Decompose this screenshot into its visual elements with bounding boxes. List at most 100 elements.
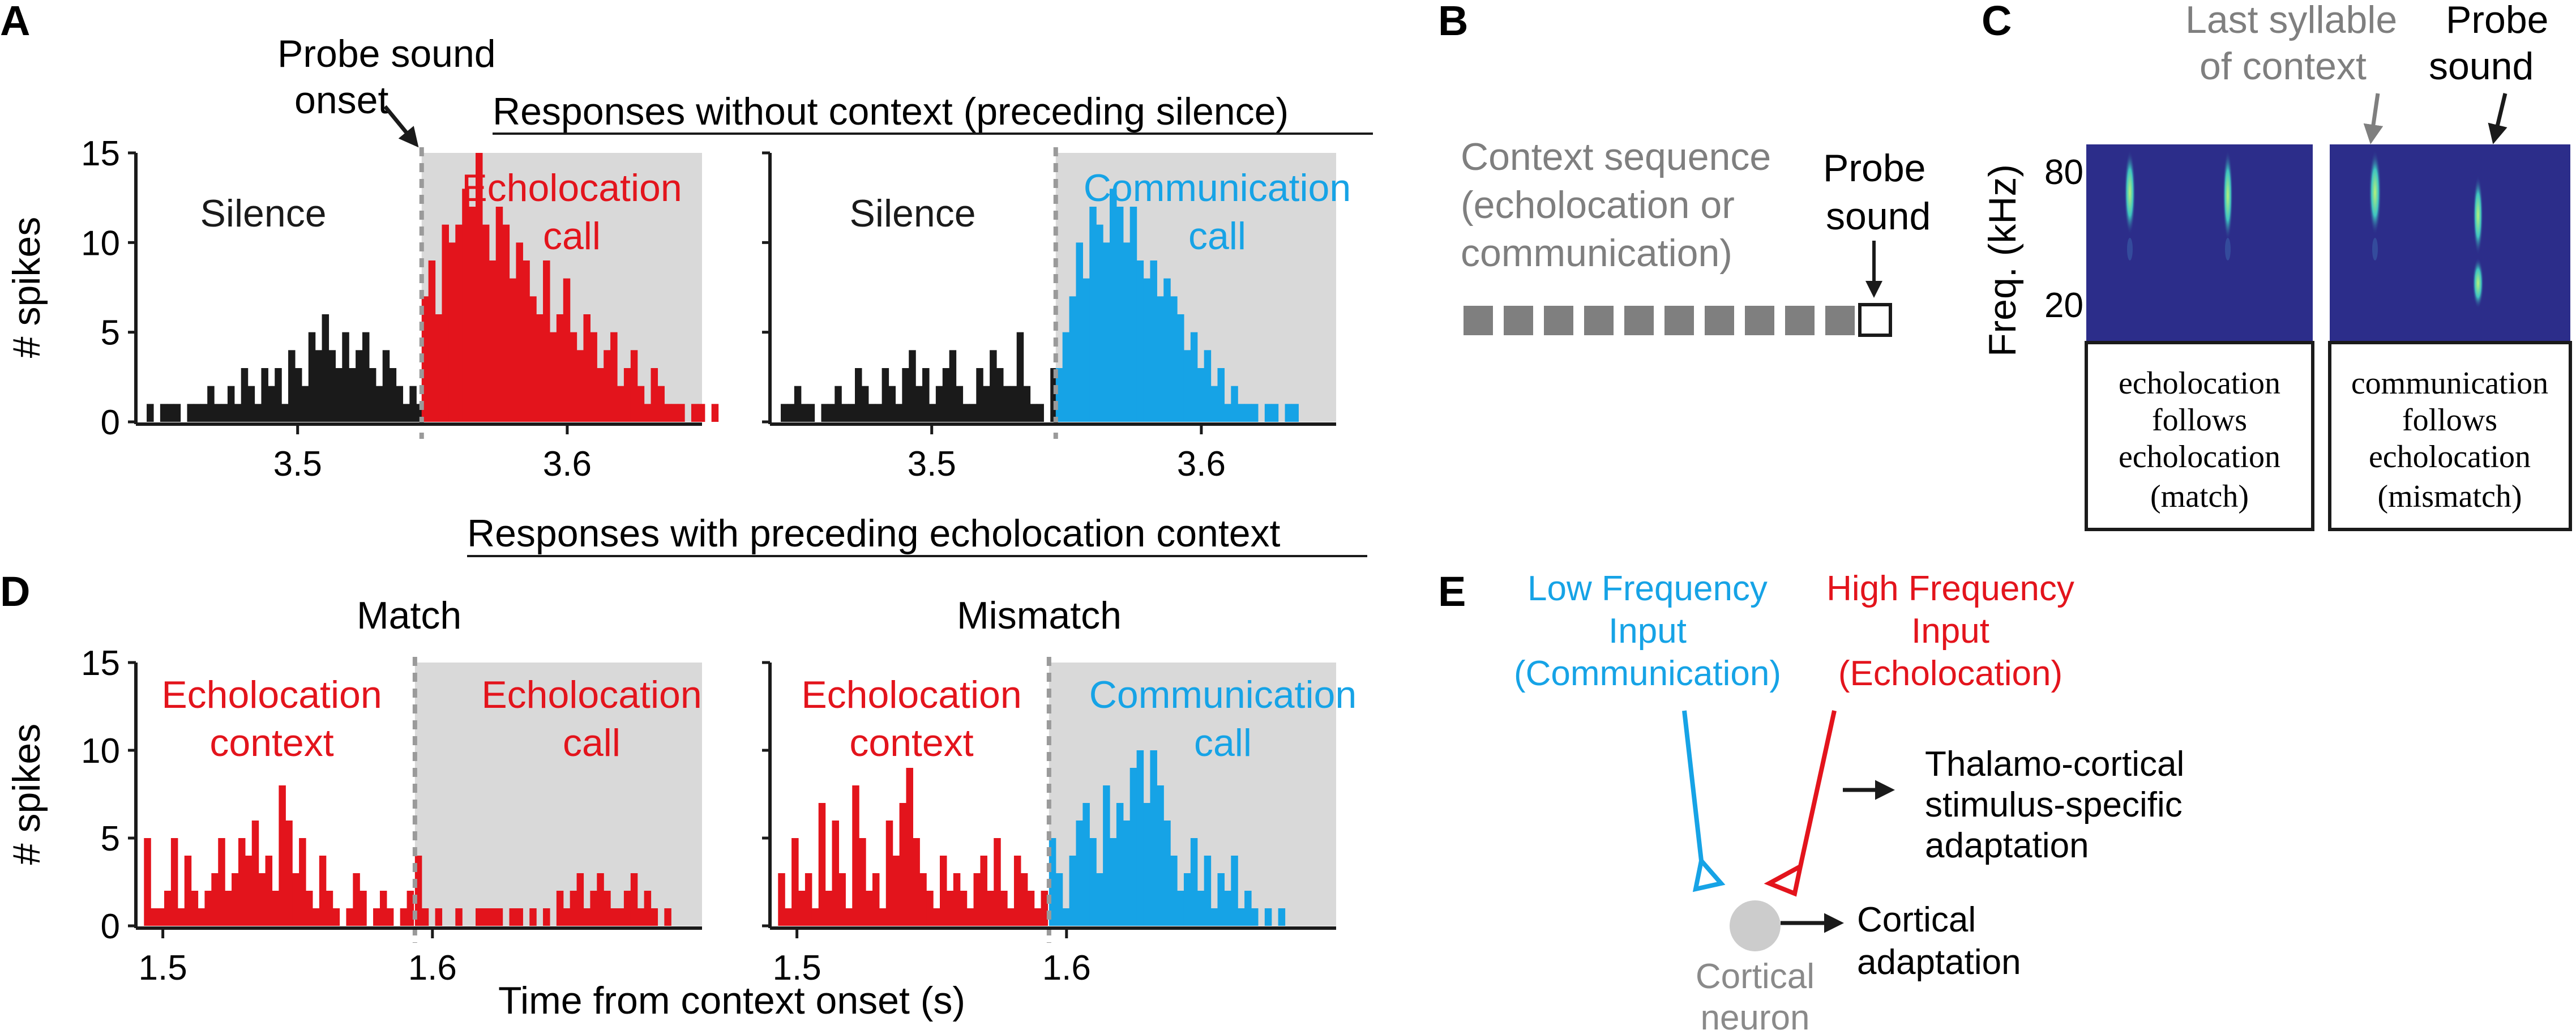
pre-onset-bar (1034, 908, 1042, 926)
pre-onset-bar (409, 386, 417, 422)
pre-onset-bar (835, 386, 842, 422)
post-onset-bar (1231, 386, 1238, 422)
post-onset-bar (644, 891, 652, 926)
post-onset-bar (1136, 750, 1144, 926)
post-onset-bar (435, 908, 443, 926)
pre-onset-bar (980, 856, 987, 926)
pre-onset-bar (245, 856, 253, 926)
post-onset-bar (455, 908, 463, 926)
post-onset-bar (1197, 368, 1205, 422)
pre-onset-bar (926, 891, 934, 926)
high-freq-line3: (Echolocation) (1838, 654, 2062, 693)
pre-onset-bar (811, 908, 819, 926)
post-onset-bar (563, 278, 571, 422)
probe-arrow (383, 105, 419, 148)
post-onset-bar (597, 368, 604, 422)
pre-onset-bar (268, 386, 275, 422)
post-onset-bar (623, 368, 631, 422)
pre-onset-bar (200, 404, 208, 422)
post-onset-bar (1183, 350, 1191, 422)
post-onset-bar (543, 260, 550, 422)
post-onset-bar (556, 891, 564, 926)
pre-onset-bar (353, 873, 360, 926)
post-onset-bar (1183, 873, 1191, 926)
pre-onset-bar (825, 891, 833, 926)
post-onset-bar (1076, 242, 1083, 422)
pre-onset-bar (828, 404, 835, 422)
pre-onset-bar (848, 404, 855, 422)
post-onset-bar (516, 242, 523, 422)
pre-onset-bar (953, 873, 961, 926)
c-probe-line1: Probe (2446, 0, 2548, 41)
match-line2: follows (2152, 403, 2247, 438)
post-onset-bar (509, 908, 517, 926)
post-onset-bar (1136, 260, 1144, 422)
heading-with-context: Responses with preceding echolocation co… (467, 512, 1281, 555)
post-onset-bar (691, 404, 699, 422)
post-onset-bar (476, 153, 483, 422)
pre-onset-bar (895, 404, 902, 422)
pre-onset-bar (373, 908, 380, 926)
low-freq-terminal (1692, 856, 1726, 892)
post-onset-bar (502, 224, 510, 422)
panel-letter-d: D (0, 568, 30, 615)
post-onset-bar (1089, 207, 1097, 422)
x-tick-label: 1.5 (139, 948, 187, 988)
probe-square (1858, 303, 1892, 337)
pre-onset-bar (400, 908, 408, 926)
pre-onset-bar (994, 838, 1001, 926)
post-onset-bar (529, 908, 537, 926)
pre-onset-bar (960, 891, 968, 926)
freq-axis-label: Freq. (kHz) (1981, 164, 2024, 357)
y-tick-label: 15 (81, 134, 120, 173)
pre-onset-bar (1009, 386, 1017, 422)
post-onset-bar (583, 908, 590, 926)
pre-onset-bar (882, 368, 889, 422)
post-onset-bar (1129, 768, 1137, 926)
pre-onset-bar (805, 873, 812, 926)
post-onset-bar (1049, 838, 1056, 926)
y-tick-label: 5 (101, 314, 120, 353)
post-onset-bar (1116, 803, 1124, 926)
region-label: Echolocation (161, 673, 382, 716)
post-onset-bar (1089, 838, 1097, 926)
pre-onset-bar (909, 350, 916, 422)
pre-onset-bar (288, 350, 296, 422)
post-onset-bar (516, 908, 523, 926)
post-onset-bar (523, 260, 530, 422)
match-title: Match (357, 594, 461, 637)
match-line3: echolocation (2119, 439, 2280, 475)
pre-onset-bar (342, 332, 349, 422)
post-onset-bar (462, 189, 469, 422)
post-onset-bar (1103, 785, 1110, 926)
y-tick-label: 10 (81, 224, 120, 263)
pre-onset-bar (221, 404, 228, 422)
pre-onset-bar (312, 908, 320, 926)
post-onset-bar (448, 242, 456, 422)
x-tick-label: 1.5 (773, 948, 821, 988)
context-sequence-line2: (echolocation or (1461, 183, 1735, 227)
post-onset-bar (651, 908, 658, 926)
pre-onset-bar (332, 908, 340, 926)
x-tick-label: 3.5 (908, 445, 956, 484)
pre-onset-bar (859, 838, 866, 926)
pre-onset-bar (406, 891, 414, 926)
post-onset-bar (657, 386, 665, 422)
panel-letter-a: A (0, 0, 30, 44)
pre-onset-bar (861, 386, 869, 422)
pre-onset-bar (885, 821, 893, 926)
region-label: call (1188, 215, 1246, 258)
pre-onset-bar (866, 891, 873, 926)
pre-onset-bar (962, 404, 970, 422)
pre-onset-bar (1041, 891, 1049, 926)
post-onset-bar (1062, 908, 1070, 926)
pre-onset-bar (160, 404, 168, 422)
post-onset-bar (617, 386, 624, 422)
post-onset-bar (610, 908, 618, 926)
x-tick-label: 1.6 (408, 948, 457, 988)
post-onset-bar (1170, 296, 1178, 422)
pre-onset-bar (956, 386, 964, 422)
low-freq-line1: Low Frequency (1527, 569, 1768, 608)
